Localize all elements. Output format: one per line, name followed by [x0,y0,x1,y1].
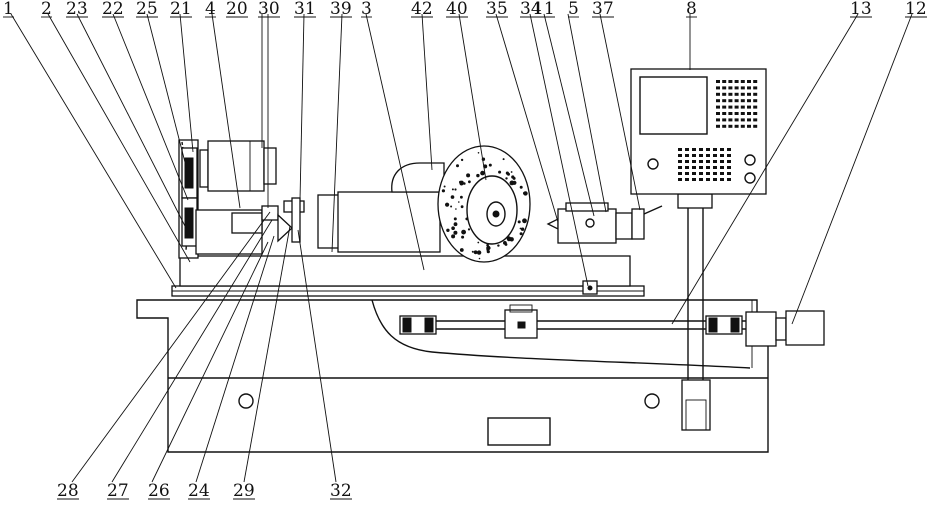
label-24: 24 [188,481,210,500]
label-25: 25 [136,0,158,19]
keypad-lower [678,148,731,181]
label-34: 34 [520,0,542,19]
control-column [677,193,713,431]
headstock-left [178,139,305,259]
worktable-rail [171,255,645,297]
label-40: 40 [446,0,468,19]
label-29: 29 [233,481,255,500]
label-22: 22 [102,0,124,19]
label-32: 32 [330,481,352,500]
wheel-motor [317,162,445,253]
label-11: 11 [533,0,555,19]
label-30: 30 [258,0,280,19]
label-27: 27 [107,481,129,500]
tailstock [546,202,663,244]
label-21: 21 [170,0,192,19]
label-12: 12 [905,0,927,19]
lead-screw-assembly [399,304,825,347]
label-42: 42 [411,0,433,19]
label-5: 5 [568,0,579,19]
top-labels: 1 2 23 22 25 21 4 20 30 31 39 3 42 40 35… [3,0,927,19]
label-3: 3 [361,0,372,19]
label-13: 13 [850,0,872,19]
label-39: 39 [330,0,352,19]
label-35: 35 [486,0,508,19]
label-20: 20 [226,0,248,19]
label-28: 28 [57,481,79,500]
cnc-control-panel [630,68,767,195]
label-37: 37 [592,0,614,19]
bottom-labels: 28 27 26 24 29 32 [57,481,352,501]
label-31: 31 [294,0,316,19]
label-underlines [3,16,927,500]
label-8: 8 [686,0,697,19]
leader-lines [10,13,913,483]
abrasive-texture [441,152,528,260]
label-26: 26 [148,481,170,500]
machine-base [136,299,769,453]
label-2: 2 [41,0,52,19]
label-4: 4 [205,0,216,19]
label-1: 1 [3,0,14,19]
keypad-upper [716,80,758,128]
label-23: 23 [66,0,88,19]
grinding-wheel [437,145,531,263]
